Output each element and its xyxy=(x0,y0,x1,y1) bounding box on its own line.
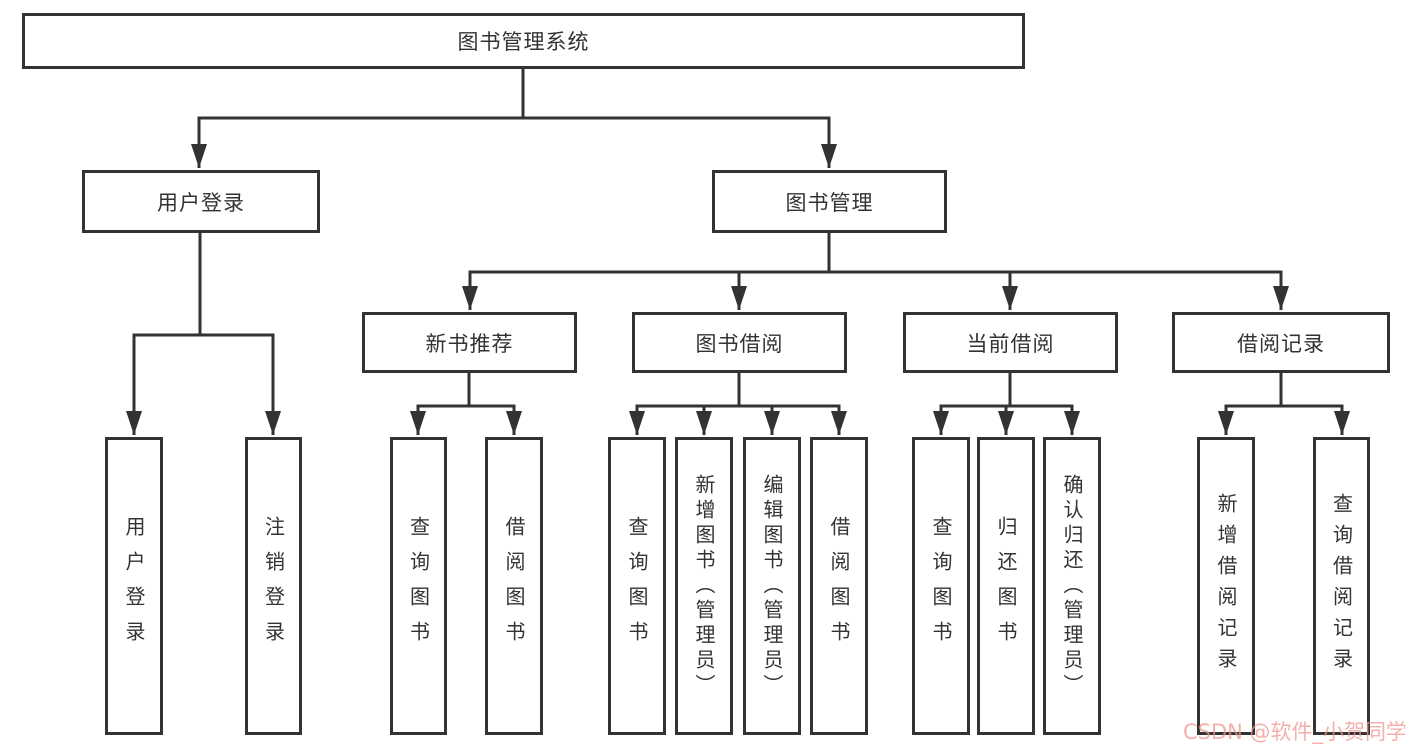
leaf-add-borrow-record: 新增借阅记录 xyxy=(1197,437,1255,735)
node-book-management-label: 图书管理 xyxy=(785,190,874,215)
leaf-add-books-admin: 新增图书（管理员） xyxy=(675,437,733,735)
leaf-query-borrow-record: 查询借阅记录 xyxy=(1313,437,1370,735)
node-user-login-label: 用户登录 xyxy=(157,190,245,215)
leaf-query-books-3: 查询图书 xyxy=(912,437,970,735)
node-user-login: 用户登录 xyxy=(82,170,320,233)
edge-root-trunk xyxy=(197,68,831,120)
node-current-borrow: 当前借阅 xyxy=(903,312,1118,373)
leaf-return-books: 归还图书 xyxy=(977,437,1035,735)
leaf-confirm-return-admin-label: 确认归还（管理员） xyxy=(1060,473,1084,699)
node-book-borrow-label: 图书借阅 xyxy=(695,331,784,356)
node-borrow-records-label: 借阅记录 xyxy=(1237,331,1325,356)
leaf-query-borrow-record-label: 查询借阅记录 xyxy=(1329,493,1354,679)
edge-user-login-trunk xyxy=(132,233,275,337)
node-book-borrow: 图书借阅 xyxy=(632,312,847,373)
node-borrow-records: 借阅记录 xyxy=(1172,312,1390,373)
watermark: CSDN @软件_小贺同学 xyxy=(1183,720,1405,744)
leaf-query-books-1: 查询图书 xyxy=(390,437,447,735)
edge-borrow-records-trunk xyxy=(1224,373,1344,408)
node-root-label: 图书管理系统 xyxy=(457,30,590,54)
leaf-add-borrow-record-label: 新增借阅记录 xyxy=(1214,493,1238,679)
leaf-query-books-1-label: 查询图书 xyxy=(406,516,431,656)
leaf-return-books-label: 归还图书 xyxy=(994,516,1018,656)
leaf-confirm-return-admin: 确认归还（管理员） xyxy=(1043,437,1101,735)
leaf-add-books-admin-label: 新增图书（管理员） xyxy=(692,473,716,699)
leaf-borrow-books-1: 借阅图书 xyxy=(485,437,543,735)
edge-new-book-trunk xyxy=(416,373,516,408)
leaf-query-books-2: 查询图书 xyxy=(608,437,666,735)
edge-current-borrow-trunk xyxy=(939,373,1074,408)
leaf-query-books-2-label: 查询图书 xyxy=(625,516,649,656)
node-current-borrow-label: 当前借阅 xyxy=(966,331,1055,356)
leaf-borrow-books-2-label: 借阅图书 xyxy=(827,516,851,656)
leaf-borrow-books-1-label: 借阅图书 xyxy=(502,516,526,656)
leaf-logout-label: 注销登录 xyxy=(261,516,286,656)
leaf-logout: 注销登录 xyxy=(245,437,302,735)
node-new-book-recommend-label: 新书推荐 xyxy=(425,331,514,356)
node-book-management: 图书管理 xyxy=(712,170,947,233)
leaf-borrow-books-2: 借阅图书 xyxy=(810,437,868,735)
edge-book-borrow-trunk xyxy=(635,373,841,408)
node-root: 图书管理系统 xyxy=(22,13,1025,69)
leaf-user-login-label: 用户登录 xyxy=(122,516,146,656)
leaf-query-books-3-label: 查询图书 xyxy=(929,516,953,656)
edge-book-mgmt-trunk xyxy=(468,233,1283,274)
leaf-edit-books-admin-label: 编辑图书（管理员） xyxy=(760,473,784,699)
leaf-edit-books-admin: 编辑图书（管理员） xyxy=(743,437,801,735)
node-new-book-recommend: 新书推荐 xyxy=(362,312,577,373)
leaf-user-login: 用户登录 xyxy=(105,437,163,735)
